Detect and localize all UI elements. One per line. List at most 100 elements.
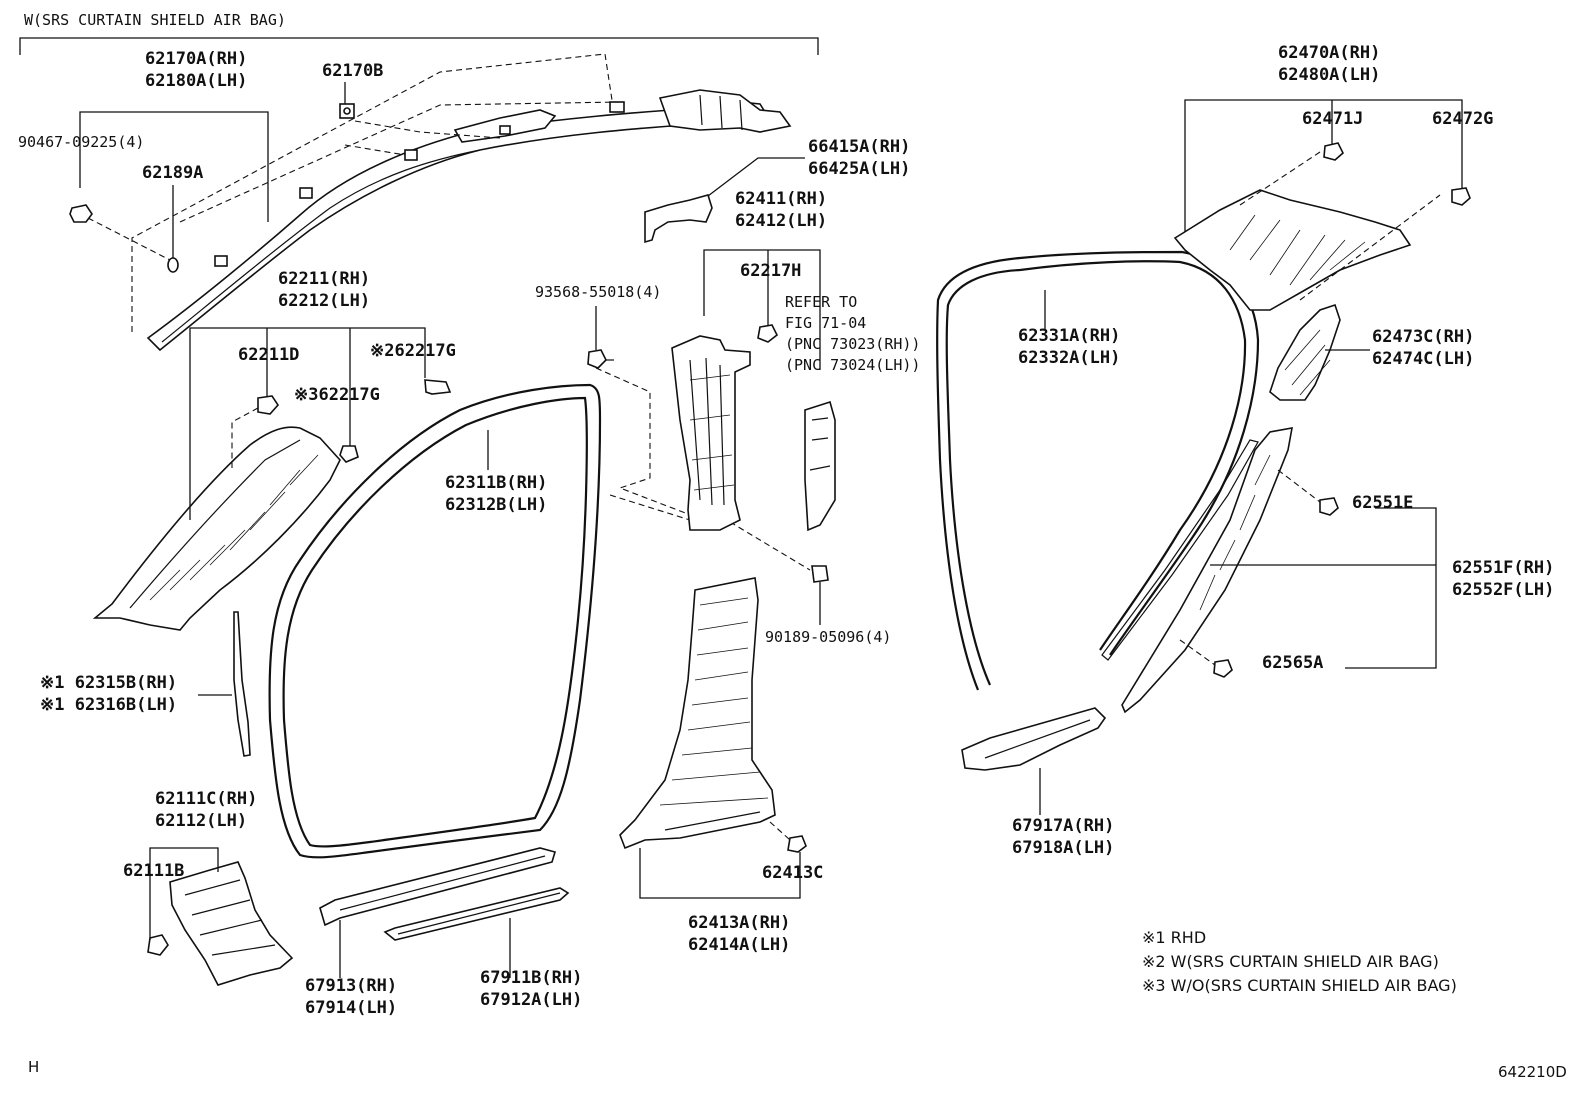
clip-90189-icon (811, 565, 829, 583)
panel-62473c-detail (1284, 329, 1331, 396)
seat-belt-adjuster (804, 400, 836, 532)
airbag-condition-label: W(SRS CURTAIN SHIELD AIR BAG) (24, 11, 286, 29)
label-62211d[interactable]: 62211D (238, 345, 300, 365)
dash-62413c (769, 821, 791, 841)
label-62332a[interactable]: 62332A(LH) (1018, 348, 1121, 368)
seat-belt-adjuster-detail (809, 417, 831, 471)
leader-62111c (149, 847, 219, 940)
corner-mark: H (28, 1058, 40, 1076)
label-62414a[interactable]: 62414A(LH) (688, 935, 791, 955)
label-67914[interactable]: 67914(LH) (305, 998, 398, 1018)
label-62311b[interactable]: 62311B(RH) (445, 473, 548, 493)
label-62413c[interactable]: 62413C (762, 863, 824, 883)
clip-62217g-icon (339, 445, 359, 463)
clip-62472g-icon (1451, 187, 1471, 206)
roof-side-inner-garnish (1101, 427, 1293, 714)
scuff-plate-67913 (319, 847, 557, 927)
label-62473c[interactable]: 62473C(RH) (1372, 327, 1475, 347)
clip-62217g-2-icon (424, 379, 452, 395)
label-62551e[interactable]: 62551E (1352, 493, 1414, 513)
label-62565a[interactable]: 62565A (1262, 653, 1324, 673)
label-62112[interactable]: 62112(LH) (155, 811, 248, 831)
label-62552f[interactable]: 62552F(LH) (1452, 580, 1555, 600)
legend-note-3: ※3 W/O(SRS CURTAIN SHIELD AIR BAG) (1142, 976, 1457, 995)
label-62413a[interactable]: 62413A(RH) (688, 913, 791, 933)
front-pillar-garnish (92, 426, 341, 631)
refer-line-3: (PNC 73023(RH)) (785, 335, 921, 353)
dash-93568-b (609, 494, 691, 521)
clip-93568-icon (587, 349, 607, 369)
refer-line-2[interactable]: FIG 71-04 (785, 314, 867, 332)
label-62217g-note2[interactable]: ※262217G (370, 341, 456, 361)
refer-line-4: (PNC 73024(LH)) (785, 356, 921, 374)
airbag-group-bracket (19, 37, 819, 55)
label-62471j[interactable]: 62471J (1302, 109, 1364, 129)
leader-62551e-62565a (1345, 507, 1437, 669)
label-66425a[interactable]: 66425A(LH) (808, 159, 911, 179)
label-62315b[interactable]: ※1 62315B(RH) (40, 673, 178, 693)
label-62111b[interactable]: 62111B (123, 861, 185, 881)
dash-93568 (595, 367, 689, 515)
label-62312b[interactable]: 62312B(LH) (445, 495, 548, 515)
legend-notes: ※1 RHD ※2 W(SRS CURTAIN SHIELD AIR BAG) … (1142, 926, 1457, 998)
legend-note-2: ※2 W(SRS CURTAIN SHIELD AIR BAG) (1142, 952, 1439, 971)
cowl-side-trim (147, 861, 294, 986)
leader-62470a (1184, 99, 1463, 232)
label-62170b[interactable]: 62170B (322, 61, 384, 81)
clip-62217h-icon (757, 324, 779, 343)
label-62480a[interactable]: 62480A(LH) (1278, 65, 1381, 85)
rear-scuff-plate-edge (984, 719, 1091, 759)
panel-62473c (1269, 303, 1341, 401)
label-67918a[interactable]: 67918A(LH) (1012, 838, 1115, 858)
figure-code: 642210D (1498, 1063, 1567, 1081)
label-62212[interactable]: 62212(LH) (278, 291, 371, 311)
label-66415a[interactable]: 66415A(RH) (808, 137, 911, 157)
center-pillar-upper-garnish (671, 335, 751, 531)
clip-62413c-icon (787, 835, 807, 853)
clip-62211d-icon (257, 395, 280, 415)
dash-90189 (729, 521, 811, 571)
dash-62565a (1179, 639, 1216, 666)
legend-note-1: ※1 RHD (1142, 928, 1207, 947)
label-62111c[interactable]: 62111C(RH) (155, 789, 258, 809)
label-67912a[interactable]: 67912A(LH) (480, 990, 583, 1010)
label-62411[interactable]: 62411(RH) (735, 189, 828, 209)
label-62470a[interactable]: 62470A(RH) (1278, 43, 1381, 63)
weatherstrip-62315b (233, 611, 251, 757)
dash-62551e (1277, 469, 1321, 503)
refer-line-1: REFER TO (785, 293, 858, 311)
label-62331a[interactable]: 62331A(RH) (1018, 326, 1121, 346)
clip-62565a-icon (1213, 659, 1233, 678)
curtain-airbag-assembly (69, 53, 792, 352)
weatherstrip-62311b-inner (282, 396, 588, 848)
label-93568[interactable]: 93568-55018(4) (535, 283, 662, 301)
label-67911b[interactable]: 67911B(RH) (480, 968, 583, 988)
leader-62413a (639, 848, 801, 899)
clip-62551e-icon (1319, 497, 1339, 516)
label-62472g[interactable]: 62472G (1432, 109, 1494, 129)
label-90189[interactable]: 90189-05096(4) (765, 628, 892, 646)
label-62217g-note3[interactable]: ※362217G (294, 385, 380, 405)
weatherstrip-62311b (268, 383, 602, 859)
weatherstrip-62331a-inner (936, 250, 1260, 691)
label-62474c[interactable]: 62474C(LH) (1372, 349, 1475, 369)
weatherstrip-62331a (945, 260, 1247, 686)
bracket-66415a (644, 194, 713, 244)
label-62211[interactable]: 62211(RH) (278, 269, 371, 289)
leader-62211 (189, 327, 426, 520)
label-62316b[interactable]: ※1 62316B(LH) (40, 695, 178, 715)
label-62180a[interactable]: 62180A(LH) (145, 71, 248, 91)
label-62551f[interactable]: 62551F(RH) (1452, 558, 1555, 578)
rear-scuff-plate (961, 707, 1107, 771)
label-62412[interactable]: 62412(LH) (735, 211, 828, 231)
leader-66415a (707, 157, 805, 197)
label-62189a[interactable]: 62189A (142, 163, 204, 183)
scuff-plate-67913-edge (339, 855, 546, 911)
quarter-pillar-garnish (1173, 147, 1441, 311)
label-62217h[interactable]: 62217H (740, 261, 802, 281)
label-62170a[interactable]: 62170A(RH) (145, 49, 248, 69)
label-90467[interactable]: 90467-09225(4) (18, 133, 145, 151)
label-67917a[interactable]: 67917A(RH) (1012, 816, 1115, 836)
label-67913[interactable]: 67913(RH) (305, 976, 398, 996)
